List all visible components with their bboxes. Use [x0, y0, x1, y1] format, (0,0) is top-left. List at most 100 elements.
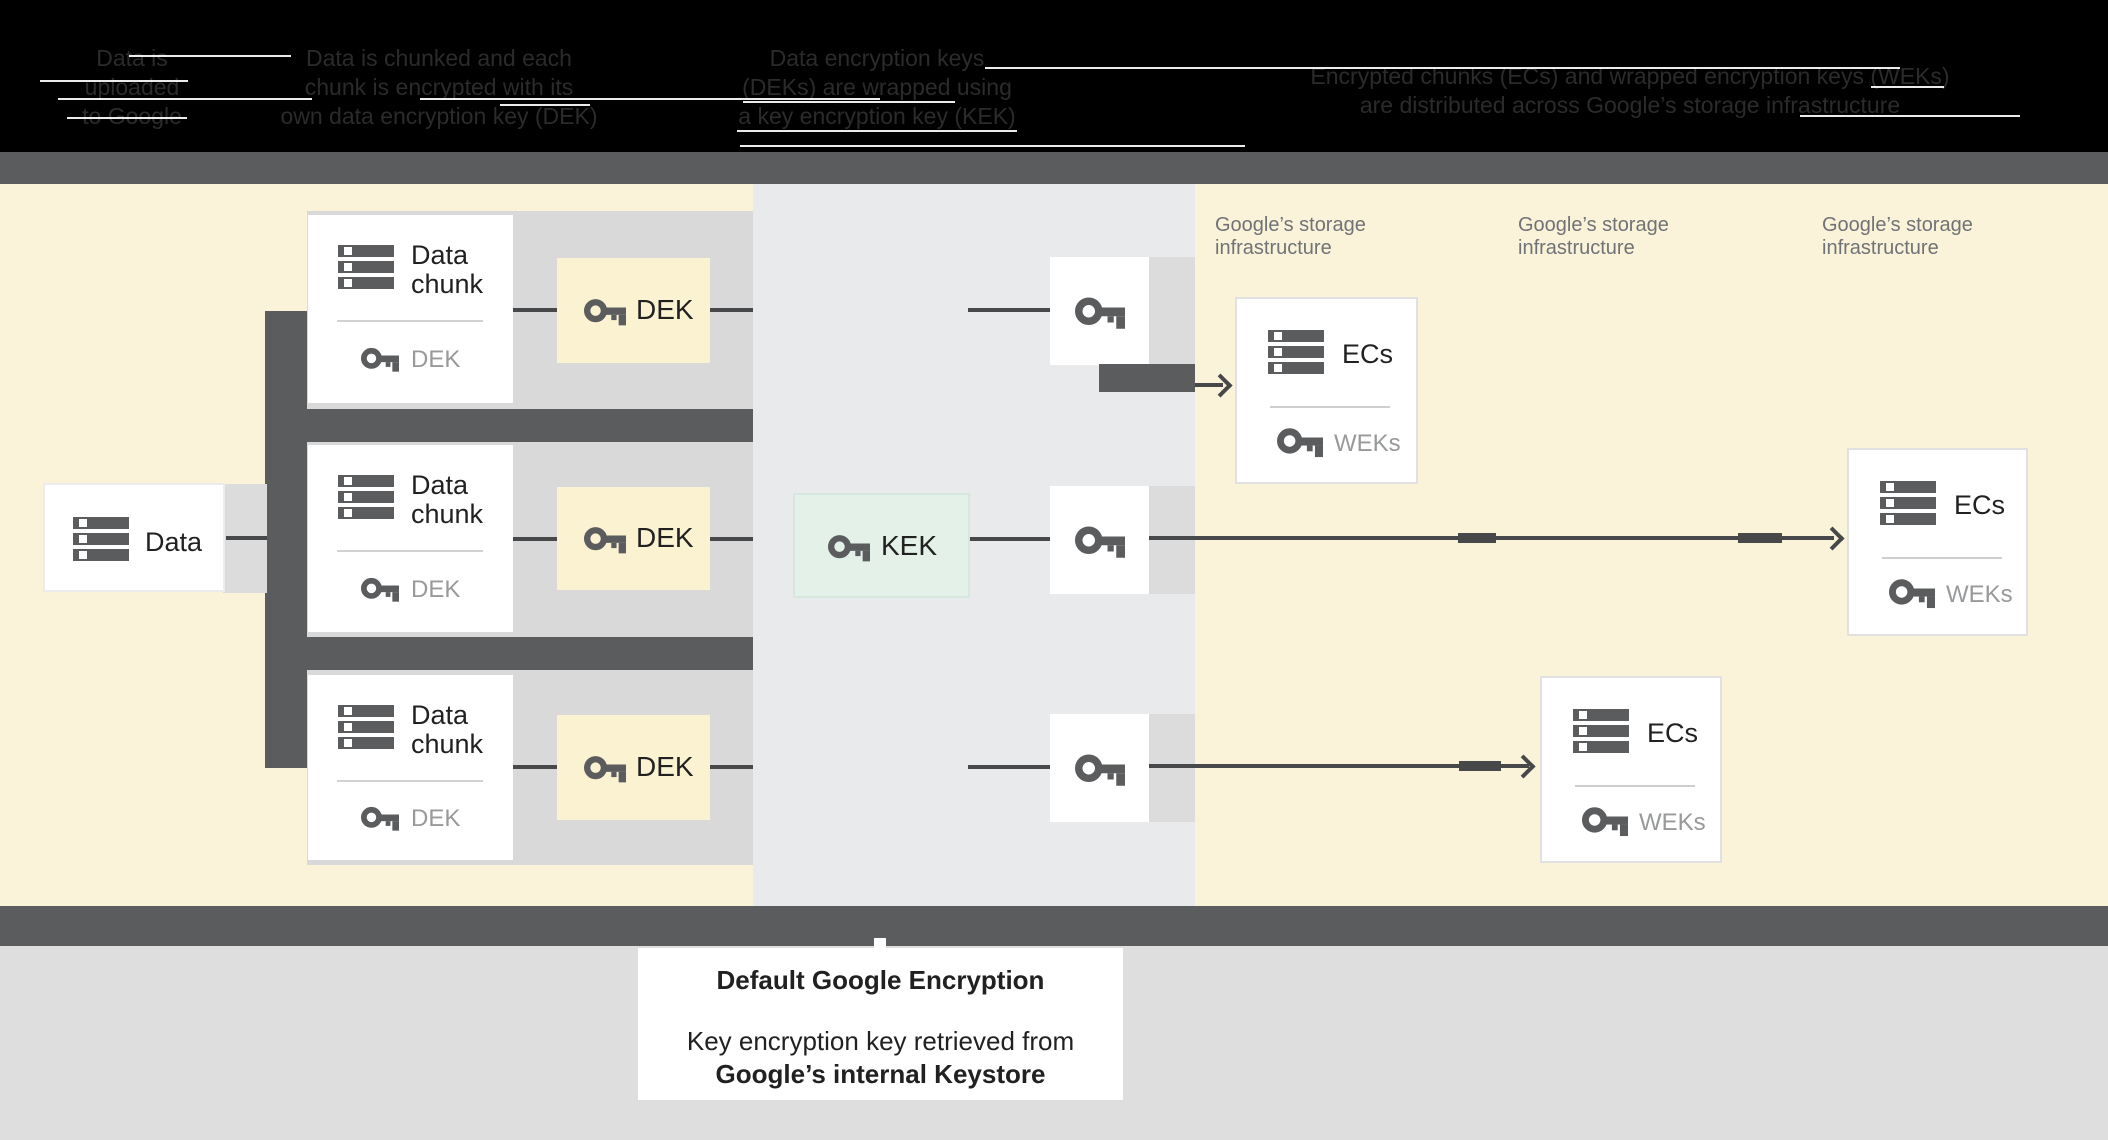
chip-strip-1: [1149, 257, 1195, 365]
step-line: uploaded: [84, 74, 180, 100]
box-divider: [1575, 785, 1695, 787]
dek-box-label: DEK: [636, 294, 694, 325]
chunk-trunk-bar: [265, 311, 307, 768]
chunk-label: Data chunk: [411, 701, 483, 759]
artifact-line: [1800, 115, 2020, 117]
ec-box-3: ECs WEKs: [1540, 676, 1722, 863]
storage-label-line2: infrastructure: [1215, 237, 1332, 259]
artifact-line: [737, 130, 1017, 132]
chunk-dek-sublabel: DEK: [411, 576, 461, 603]
wrapped-key-chip-1: [1050, 257, 1149, 365]
kek-box: KEK: [793, 493, 970, 598]
caption-body-line2: Google’s internal Keystore: [715, 1059, 1046, 1089]
key-icon: [1277, 426, 1323, 458]
artifact-line: [500, 104, 590, 106]
artifact-line: [40, 80, 188, 82]
chunk-label-line1: Data: [411, 240, 469, 270]
box-divider: [1882, 557, 2002, 559]
storage-label-line1: Google’s storage: [1215, 214, 1366, 236]
box-divider: [337, 780, 483, 782]
arrow-joint: [1459, 761, 1501, 771]
inter-row-bar-1: [307, 409, 753, 442]
dek-box-3: DEK: [557, 715, 710, 820]
ec-box-1: ECs WEKs: [1235, 297, 1418, 484]
arrow-joint: [1458, 533, 1496, 543]
bottom-divider-bar: [0, 906, 2108, 946]
server-icon: [338, 705, 394, 750]
key-icon: [361, 805, 399, 831]
top-divider-bar: [0, 152, 2108, 184]
dek-box-label: DEK: [636, 751, 694, 782]
key-icon: [584, 754, 626, 783]
key-icon: [828, 533, 870, 562]
box-divider: [1270, 406, 1390, 408]
connector-data-trunk: [226, 536, 267, 540]
chunk-label-line2: chunk: [411, 729, 484, 759]
artifact-line: [420, 98, 880, 100]
wek-label: WEKs: [1334, 430, 1401, 457]
storage-label-2: Google’s storage infrastructure: [1518, 214, 1748, 260]
data-box-label: Data: [145, 527, 203, 557]
box-divider: [337, 320, 483, 322]
artifact-line: [740, 145, 1245, 147]
key-icon: [361, 576, 399, 602]
wek-label: WEKs: [1639, 809, 1706, 836]
caption-pointer-notch: [874, 938, 886, 950]
step-line: a key encryption key (KEK): [738, 103, 1016, 129]
chunk-dek-sublabel: DEK: [411, 346, 461, 373]
step-line: (DEKs) are wrapped using: [742, 74, 1012, 100]
arrow-joint: [1738, 533, 1782, 543]
step-line: are distributed across Google’s storage …: [1359, 92, 1901, 118]
dek-box-1: DEK: [557, 258, 710, 363]
ec-label: ECs: [1954, 490, 2006, 520]
data-chunk-box-3: Data chunk DEK: [308, 675, 513, 860]
connector-chunk2-dek2: [513, 537, 557, 541]
connector-zone-chip3: [968, 765, 1050, 769]
connector-chunk1-dek1: [513, 308, 557, 312]
storage-label-line2: infrastructure: [1518, 237, 1635, 259]
caption-box: Default Google Encryption Key encryption…: [638, 948, 1123, 1100]
artifact-line: [129, 55, 291, 57]
server-icon: [1268, 330, 1324, 375]
connector-dek3-zone: [710, 765, 753, 769]
key-icon: [1075, 524, 1125, 558]
chunk-label: Data chunk: [411, 471, 483, 529]
key-icon: [584, 525, 626, 554]
artifact-line: [985, 67, 1900, 69]
key-icon: [584, 297, 626, 326]
data-chunk-box-2: Data chunk DEK: [308, 445, 513, 632]
key-icon: [1582, 805, 1628, 837]
chunk-label: Data chunk: [411, 241, 483, 299]
box-divider: [337, 550, 483, 552]
chunk-label-line2: chunk: [411, 269, 484, 299]
storage-label-line1: Google’s storage: [1822, 214, 1973, 236]
connector-dek2-kek: [710, 537, 753, 541]
ec-label: ECs: [1647, 718, 1699, 748]
dek-box-2: DEK: [557, 487, 710, 590]
arrow-line-1: [1195, 383, 1223, 387]
connector-chunk3-dek3: [513, 765, 557, 769]
step-line: Data encryption keys: [769, 45, 985, 71]
step-line: chunk is encrypted with its: [304, 74, 574, 100]
artifact-line: [58, 98, 312, 100]
server-icon: [73, 517, 129, 562]
chunk-label-line1: Data: [411, 700, 469, 730]
chip1-connector-bar: [1099, 364, 1195, 392]
header-step-2: Data is chunked and each chunk is encryp…: [272, 44, 606, 131]
server-icon: [338, 245, 394, 290]
header-band: Data is uploaded to Google Data is chunk…: [0, 0, 2108, 152]
step-line: Data is: [96, 45, 168, 71]
kek-box-label: KEK: [881, 530, 938, 561]
dek-box-label: DEK: [636, 522, 694, 553]
caption-body-line1: Key encryption key retrieved from: [686, 1026, 1075, 1056]
server-icon: [338, 475, 394, 520]
storage-label-line2: infrastructure: [1822, 237, 1939, 259]
artifact-line: [1871, 86, 1944, 88]
inter-row-bar-2: [307, 637, 753, 670]
chunk-label-line2: chunk: [411, 499, 484, 529]
storage-label-3: Google’s storage infrastructure: [1822, 214, 2052, 260]
chunk-label-line1: Data: [411, 470, 469, 500]
data-box: Data: [43, 483, 225, 592]
wrapped-key-chip-2: [1050, 486, 1149, 594]
header-step-1: Data is uploaded to Google: [62, 44, 202, 131]
